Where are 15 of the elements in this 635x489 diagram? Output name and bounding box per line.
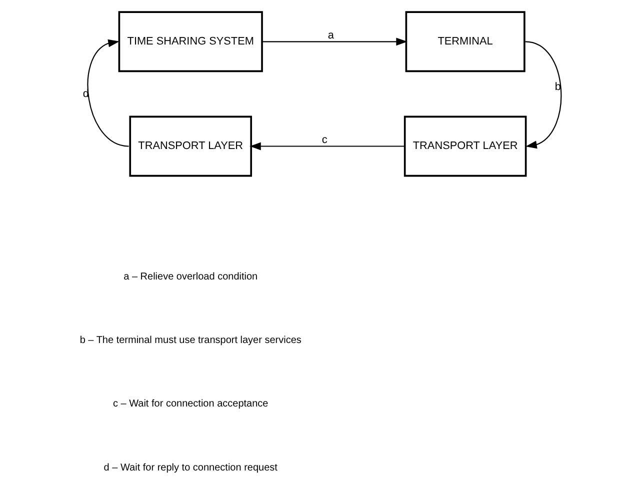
node-box: TRANSPORT LAYER <box>403 116 526 177</box>
node-box: TIME SHARING SYSTEM <box>118 11 262 72</box>
node-box: TERMINAL <box>404 11 525 72</box>
node-box: TRANSPORT LAYER <box>128 116 252 177</box>
label: b – The terminal must use transport layer services <box>79 335 301 346</box>
arrow <box>86 39 128 147</box>
edge-label: a <box>327 30 334 42</box>
edge-label: c <box>321 134 327 146</box>
arrow <box>524 41 562 149</box>
edge-label: b <box>554 80 560 93</box>
arrow <box>249 142 404 150</box>
label: a – Relieve overload condition <box>123 271 258 282</box>
arrow <box>262 38 407 46</box>
label: c – Wait for connection acceptance <box>112 398 268 410</box>
label: d – Wait for reply to connection request <box>103 462 277 474</box>
